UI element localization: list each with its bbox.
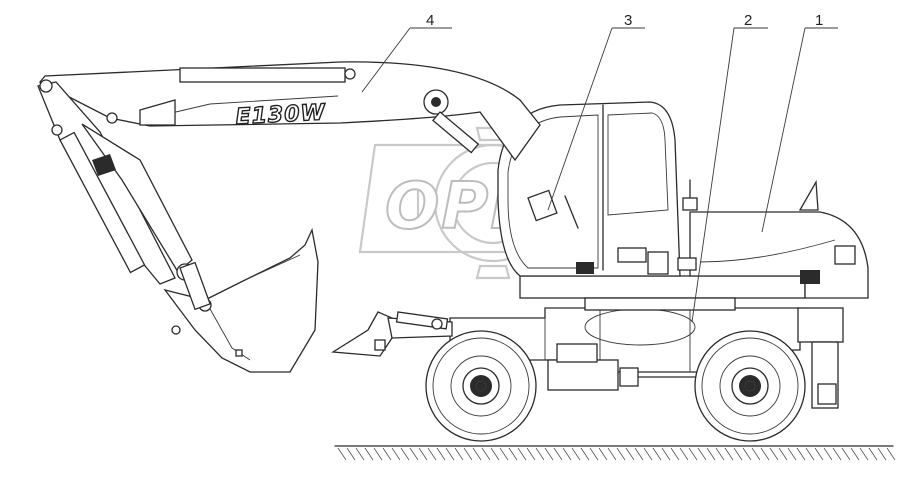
dozer-blade: [331, 311, 453, 357]
boom-model-label: E130W: [235, 100, 327, 130]
callout-leaders: [361, 27, 838, 323]
rear-wheel: [694, 330, 806, 442]
bucket: [163, 227, 319, 373]
callout-label-2: 2: [744, 12, 752, 29]
front-wheel: [425, 330, 537, 442]
callout-label-3: 3: [624, 12, 632, 29]
stick: [37, 79, 194, 285]
boom-cylinder: [179, 67, 346, 83]
callout-label-4: 4: [426, 12, 434, 29]
ground: [334, 445, 896, 461]
upper-structure: [519, 179, 869, 311]
ground-hatch: [337, 447, 896, 461]
stick-cylinder: [59, 131, 146, 274]
boom: E130W: [38, 61, 541, 162]
callout-label-1: 1: [815, 12, 823, 29]
